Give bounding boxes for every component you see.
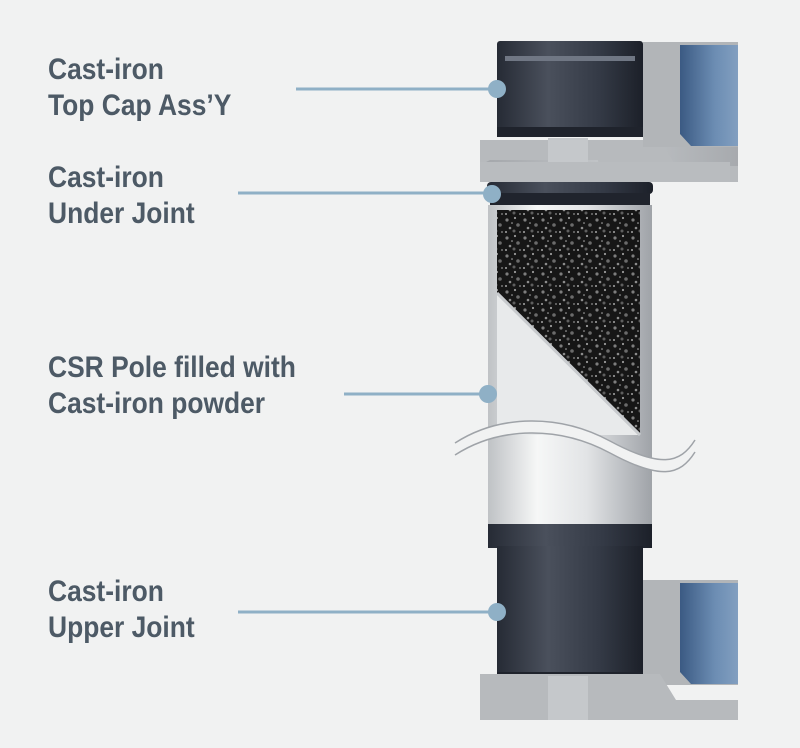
leader-under-joint (238, 185, 501, 203)
label-upper-joint-line2: Upper Joint (48, 611, 195, 644)
leader-upper-joint (238, 603, 506, 621)
top-cap (497, 41, 643, 137)
label-csr-pole-line1: CSR Pole filled with (48, 351, 296, 384)
label-csr-pole: CSR Pole filled with Cast-iron powder (48, 350, 296, 422)
leader-dot-upper-joint (488, 603, 506, 621)
label-under-joint-line2: Under Joint (48, 197, 195, 230)
upper-joint (488, 524, 652, 680)
leader-csr-pole (344, 385, 497, 403)
leader-top-cap (296, 80, 506, 98)
label-under-joint-line1: Cast-iron (48, 161, 164, 194)
csr-pole (451, 205, 701, 525)
label-under-joint: Cast-iron Under Joint (48, 160, 195, 232)
label-upper-joint-line1: Cast-iron (48, 575, 164, 608)
label-upper-joint: Cast-iron Upper Joint (48, 574, 195, 646)
label-top-cap-line1: Cast-iron (48, 53, 164, 86)
label-top-cap: Cast-iron Top Cap Ass’Y (48, 52, 231, 124)
leader-dot-csr-pole (479, 385, 497, 403)
top-bracket (480, 42, 738, 182)
label-csr-pole-line2: Cast-iron powder (48, 387, 266, 420)
label-top-cap-line2: Top Cap Ass’Y (48, 89, 232, 122)
under-joint (487, 182, 653, 207)
bottom-bracket (480, 580, 738, 720)
leader-dot-under-joint (483, 185, 501, 203)
leader-dot-top-cap (488, 80, 506, 98)
